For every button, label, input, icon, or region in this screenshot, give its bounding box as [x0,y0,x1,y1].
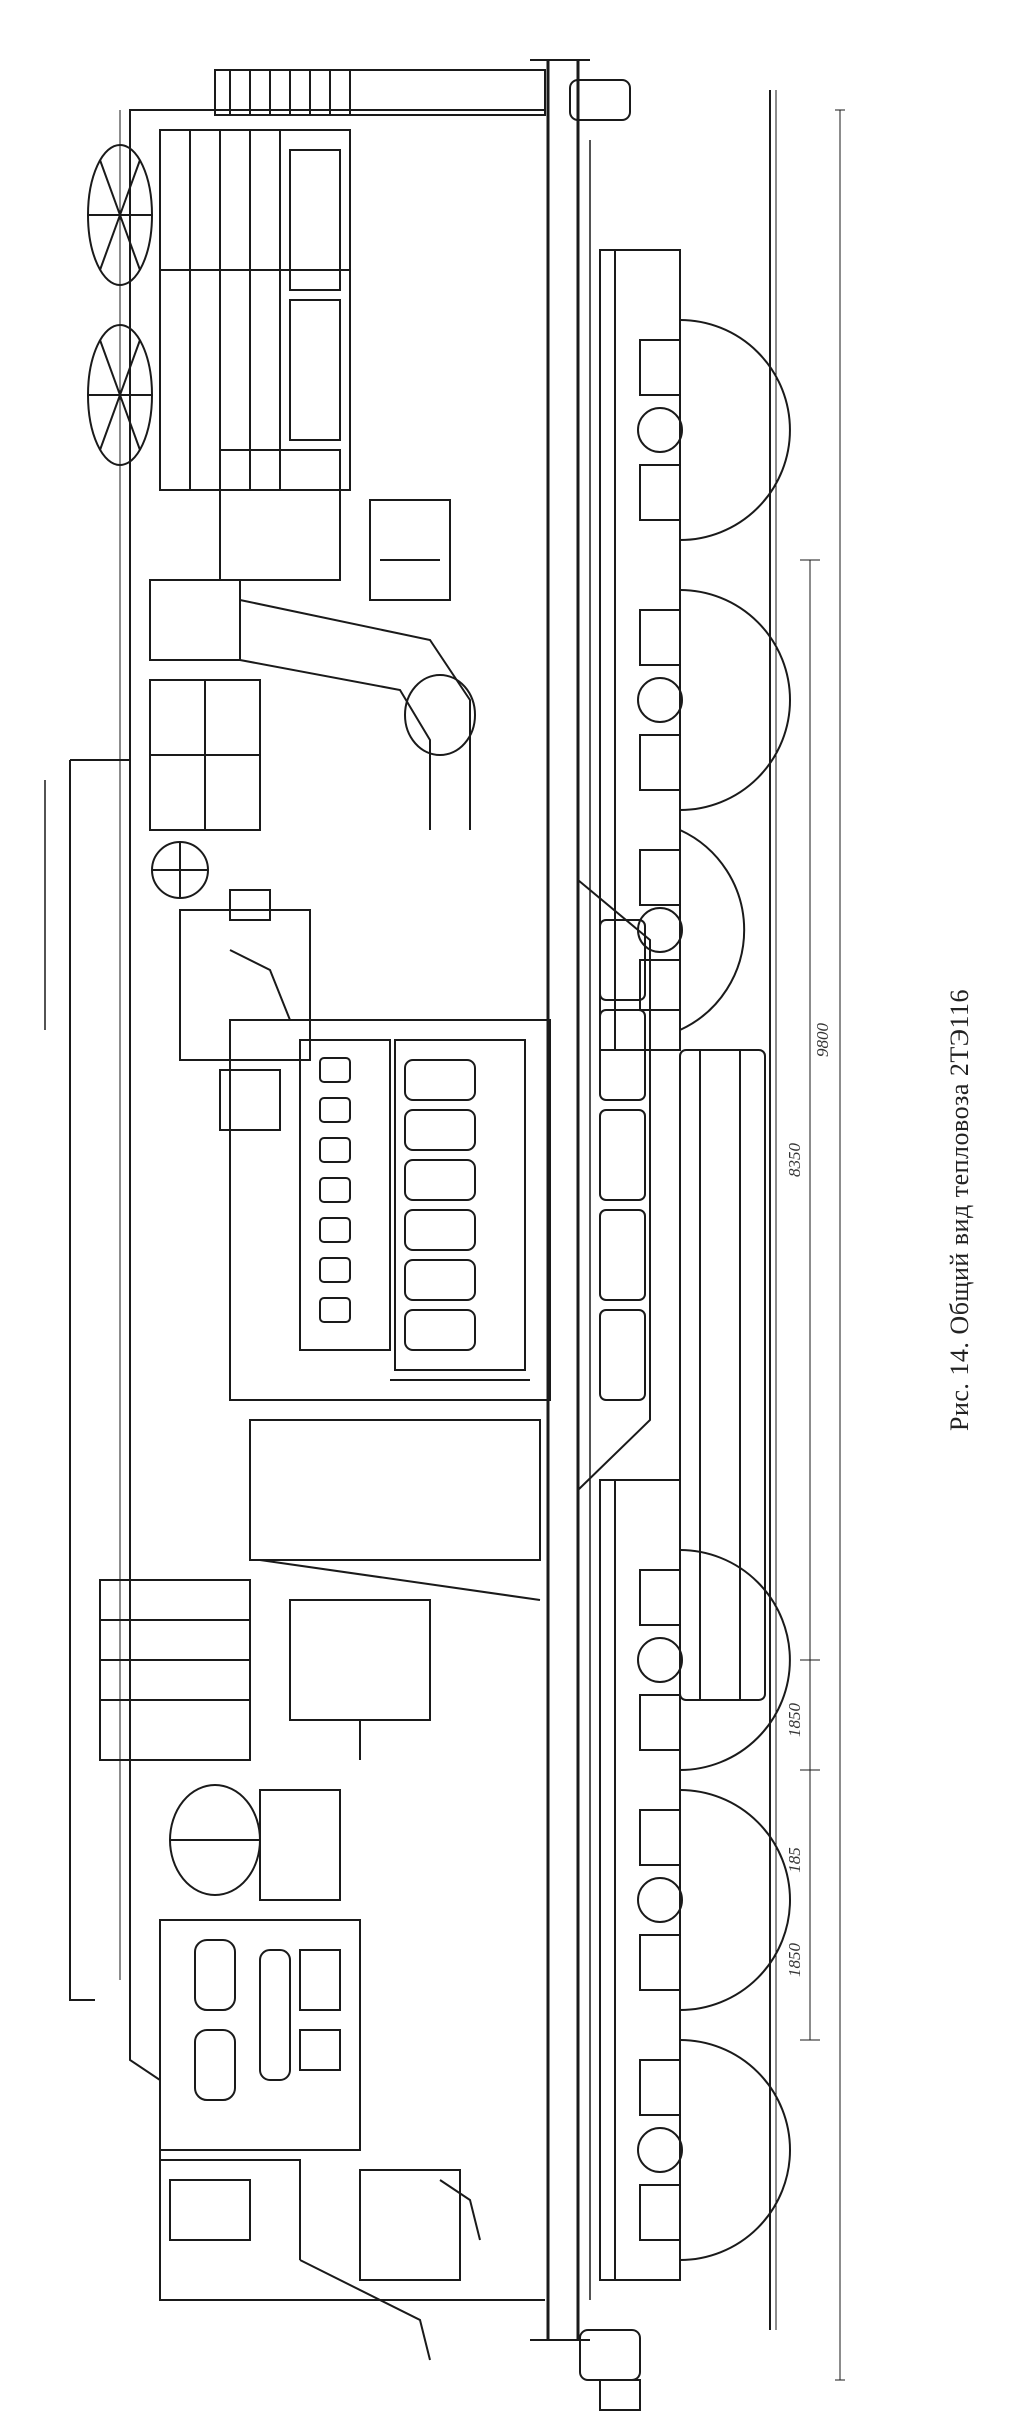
locomotive-body-outline [119,69,546,2301]
cooling-fans [87,144,153,466]
diesel-engine [229,1019,551,1401]
bogie-front-wheel-3 [637,829,746,1031]
cooling-fan-1 [87,144,153,286]
air-filter-cabinet [149,679,261,899]
engine-cylinder-heads [319,1057,351,1323]
electrical-cabinets [159,1919,361,2151]
bogie-front [599,249,791,1051]
bogie-rear-wheel-2 [637,1789,791,2011]
traction-generator [249,1419,541,1760]
radiator-section [159,129,351,581]
figure-caption: Рис. 14. Общий вид тепловоза 2ТЭ116 [945,989,974,1431]
auxiliary-compartment [99,1579,341,1901]
dimension-axle-spacing-a: 1850 [785,1703,804,1738]
dimension-axle-spacing-b: 1850 [785,1943,804,1978]
blower-duct [149,499,476,830]
rail-line [769,90,777,2330]
turbocharger [179,889,311,1131]
dimension-total-length: 9800 [813,1023,832,1058]
cooling-fan-2 [87,324,153,466]
bogie-rear-wheel-1 [637,1549,791,1771]
driver-cab [160,2159,481,2361]
couplers [569,79,641,2411]
dimension-lines [800,109,845,2381]
bogie-rear-wheel-3 [637,2039,791,2261]
roof-line [44,759,130,2001]
bogie-front-wheel-2 [637,589,791,811]
bogie-front-wheel-1 [637,319,791,541]
bogie-rear [599,1479,791,2281]
fuel-tank [679,1049,766,1701]
dimension-bogie-spacing: 8350 [785,1143,804,1178]
engine-crankcase-covers [404,1059,476,1351]
dimension-axle-gap: 185 [785,1847,804,1873]
main-frame [530,59,591,2341]
